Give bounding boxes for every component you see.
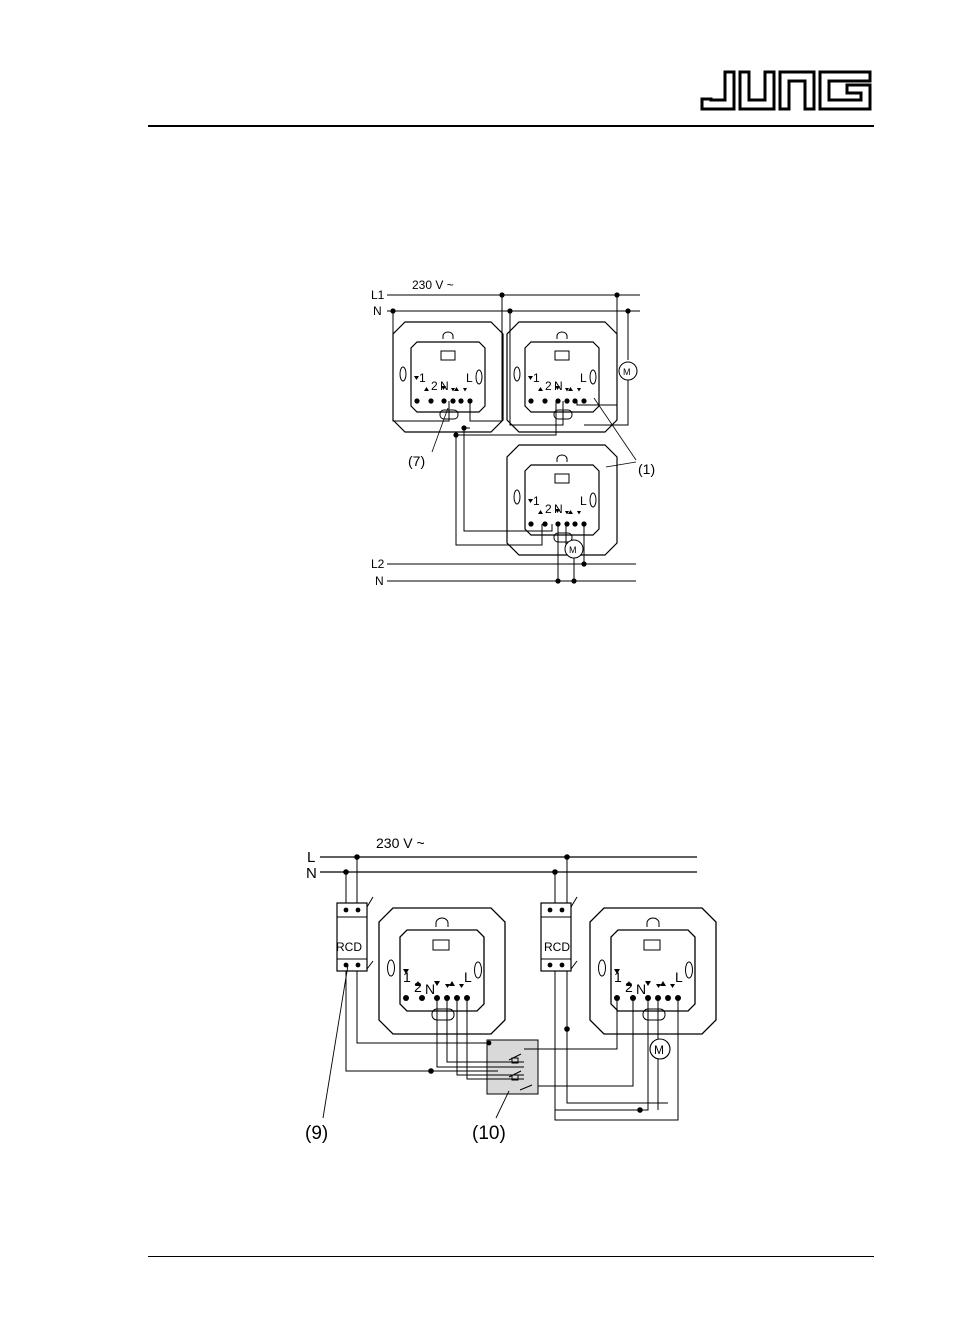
callout-1: (1): [638, 461, 655, 477]
rcd-label-right: RCD: [544, 940, 570, 954]
svg-text:2: 2: [414, 979, 422, 995]
wiring-lines-1: [392, 295, 629, 581]
svg-text:2: 2: [431, 379, 438, 393]
jung-logo: [700, 70, 872, 111]
terminal-labels-unit-c: 1 2 N L: [533, 494, 587, 516]
line-label-n-bottom: N: [375, 574, 384, 588]
motor-label-top: M: [623, 367, 631, 377]
wiring-diagram-1: L1 N 230 V ~ 1 2 N L 1 2 N L 1 2 N L: [371, 278, 655, 588]
callout-10: (10): [472, 1123, 506, 1144]
svg-text:2: 2: [545, 379, 552, 393]
header-rule: [148, 125, 874, 127]
extension-unit-left: [392, 321, 504, 433]
callout-7: (7): [408, 453, 425, 469]
line-label-l1: L1: [371, 288, 385, 302]
terminal-labels-unit-e: 1 2 N L: [614, 969, 683, 997]
svg-text:L: L: [675, 969, 683, 985]
rcd-left: [336, 896, 374, 972]
svg-text:L: L: [580, 494, 587, 508]
rcd-label-left: RCD: [336, 940, 362, 954]
isolating-relay: [486, 1039, 539, 1095]
motor-icon-top: [618, 361, 638, 381]
svg-text:L: L: [580, 371, 587, 385]
motor-icon-2: [649, 1038, 671, 1060]
svg-text:L: L: [464, 969, 472, 985]
motor-label-2: M: [654, 1043, 664, 1057]
svg-text:2: 2: [625, 979, 633, 995]
svg-text:1: 1: [614, 969, 622, 985]
svg-text:1: 1: [533, 494, 540, 508]
shutter-unit-left: [378, 907, 506, 1035]
terminal-labels-unit-d: 1 2 N L: [403, 969, 472, 997]
svg-text:N: N: [425, 981, 435, 997]
extension-unit-bottom: [506, 444, 618, 556]
svg-text:1: 1: [533, 371, 540, 385]
motor-label-bottom: M: [569, 545, 577, 555]
line-label-n: N: [306, 865, 317, 882]
line-label-l: L: [307, 849, 315, 866]
callout-9: (9): [305, 1123, 328, 1144]
svg-text:2: 2: [545, 502, 552, 516]
svg-text:N: N: [440, 379, 449, 393]
terminal-labels-unit-a: 1 2 N L: [419, 371, 473, 393]
footer-rule: [148, 1256, 874, 1257]
shutter-unit-right: [589, 907, 717, 1035]
terminal-labels-unit-b: 1 2 N L: [533, 371, 587, 393]
rcd-right: [540, 896, 578, 972]
svg-text:N: N: [554, 379, 563, 393]
supply-voltage-label-2: 230 V ~: [376, 835, 425, 851]
wiring-lines-2: [345, 971, 679, 1121]
svg-text:L: L: [466, 371, 473, 385]
supply-voltage-label: 230 V ~: [412, 278, 454, 292]
line-label-l2: L2: [371, 557, 385, 571]
svg-text:N: N: [554, 502, 563, 516]
line-label-n-top: N: [373, 304, 382, 318]
svg-text:1: 1: [419, 371, 426, 385]
motor-icon-bottom: [564, 539, 584, 559]
svg-text:1: 1: [403, 969, 411, 985]
control-unit-right: [506, 321, 618, 433]
svg-text:N: N: [636, 981, 646, 997]
